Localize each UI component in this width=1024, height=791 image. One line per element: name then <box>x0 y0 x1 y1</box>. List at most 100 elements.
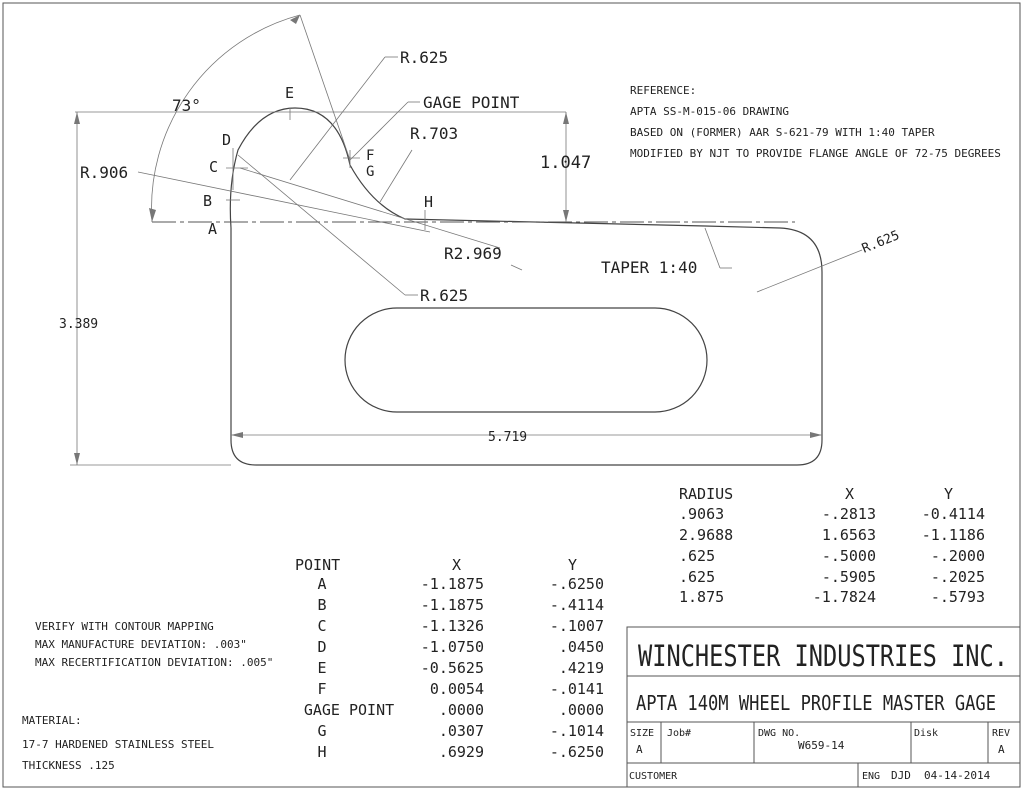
radius-cell: -.5000 <box>822 547 876 565</box>
size-label: SIZE <box>630 728 654 739</box>
drawing-title: APTA 140M WHEEL PROFILE MASTER GAGE <box>636 691 996 715</box>
material-notes: MATERIAL: 17-7 HARDENED STAINLESS STEEL … <box>22 714 214 772</box>
radius-cell: -1.1186 <box>922 526 985 544</box>
radius-header: Y <box>944 485 953 503</box>
point-header: X <box>452 556 461 574</box>
point-cell: 0.0054 <box>430 680 484 698</box>
point-cell: GAGE POINT <box>304 701 394 719</box>
label-point-b: B <box>203 192 212 210</box>
eng-label: ENG <box>862 771 880 782</box>
point-cell: .6929 <box>439 743 484 761</box>
material-line: 17-7 HARDENED STAINLESS STEEL <box>22 738 214 751</box>
point-cell: -.1007 <box>550 617 604 635</box>
drawing-date: 04-14-2014 <box>924 769 991 782</box>
radius-cell: .625 <box>679 568 715 586</box>
point-cell: -0.5625 <box>421 659 484 677</box>
point-cell: H <box>317 743 326 761</box>
arrowhead <box>74 453 80 465</box>
center-slot <box>344 307 708 413</box>
radius-table: RADIUS X Y .9063 -.2813 -0.4114 2.9688 1… <box>679 485 985 606</box>
radius-cell: -1.7824 <box>813 588 876 606</box>
point-cell: -1.1326 <box>421 617 484 635</box>
arrowhead <box>290 15 300 24</box>
point-cell: -.4114 <box>550 596 604 614</box>
rev-value: A <box>998 743 1005 756</box>
point-cell: D <box>317 638 326 656</box>
label-r906: R.906 <box>80 163 128 182</box>
point-cell: -1.0750 <box>421 638 484 656</box>
label-gage-point: GAGE POINT <box>423 93 520 112</box>
point-cell: .0450 <box>559 638 604 656</box>
radius-cell: -.2000 <box>931 547 985 565</box>
point-header: Y <box>568 556 577 574</box>
rev-label: REV <box>992 728 1010 739</box>
note-line: MAX RECERTIFICATION DEVIATION: .005" <box>35 656 273 669</box>
radius-header: RADIUS <box>679 485 733 503</box>
leader-taper <box>704 227 721 269</box>
point-header: POINT <box>295 556 340 574</box>
label-dim-3389: 3.389 <box>59 317 98 332</box>
leader-r625-right <box>756 249 863 293</box>
point-cell: .0000 <box>559 701 604 719</box>
leader-gage-point <box>349 101 409 161</box>
reference-notes: REFERENCE: APTA SS-M-015-06 DRAWING BASE… <box>630 84 1001 160</box>
disk-label: Disk <box>914 728 938 739</box>
label-point-a: A <box>208 220 217 238</box>
label-r625-bottom: R.625 <box>420 286 468 305</box>
label-point-h: H <box>424 193 433 211</box>
radius-cell: -.5905 <box>822 568 876 586</box>
leader-r625-bottom <box>237 154 406 296</box>
label-angle-73: 73° <box>172 96 201 115</box>
radius-cell: -.5793 <box>931 588 985 606</box>
leader-r906 <box>137 171 431 233</box>
angle-73-arc <box>151 14 301 223</box>
leader-r2969 <box>239 167 501 249</box>
leader-r2969-tail <box>510 264 523 271</box>
point-cell: -.6250 <box>550 575 604 593</box>
point-cell: .4219 <box>559 659 604 677</box>
point-table: POINT X Y A -1.1875 -.6250 B -1.1875 -.4… <box>295 556 604 761</box>
label-dim-1047: 1.047 <box>540 153 591 173</box>
arrowhead <box>74 112 80 124</box>
point-cell: -.1014 <box>550 722 604 740</box>
point-cell: B <box>317 596 326 614</box>
leader-r625-top <box>289 56 386 181</box>
note-line: MAX MANUFACTURE DEVIATION: .003" <box>35 638 247 651</box>
point-cell: E <box>317 659 326 677</box>
label-r625-top: R.625 <box>400 48 448 67</box>
label-point-f: F <box>366 148 374 164</box>
title-block-frame <box>626 626 1021 788</box>
point-cell: -1.1875 <box>421 596 484 614</box>
radius-cell: -.2025 <box>931 568 985 586</box>
note-line: VERIFY WITH CONTOUR MAPPING <box>35 620 214 633</box>
radius-header: X <box>845 485 854 503</box>
radius-cell: -.2813 <box>822 505 876 523</box>
point-cell: -1.1875 <box>421 575 484 593</box>
gage-profile-outline <box>229 107 823 466</box>
label-point-e: E <box>285 84 294 102</box>
label-r2969: R2.969 <box>444 244 502 263</box>
job-label: Job# <box>667 728 691 739</box>
company-name: WINCHESTER INDUSTRIES INC. <box>638 639 1008 673</box>
title-block: WINCHESTER INDUSTRIES INC. APTA 140M WHE… <box>626 626 1021 788</box>
radius-cell: 1.6563 <box>822 526 876 544</box>
arrowhead <box>563 112 569 124</box>
arrowhead <box>149 208 156 222</box>
leader-r703 <box>379 149 413 203</box>
dwg-no-label: DWG NO. <box>758 728 800 739</box>
label-point-c: C <box>209 158 218 176</box>
size-value: A <box>636 743 643 756</box>
label-r625-right: R.625 <box>860 228 902 257</box>
point-cell: A <box>317 575 326 593</box>
reference-line: BASED ON (FORMER) AAR S-621-79 WITH 1:40… <box>630 126 935 139</box>
point-cell: F <box>317 680 326 698</box>
point-cell: G <box>317 722 326 740</box>
reference-line: REFERENCE: <box>630 84 696 97</box>
radius-cell: 1.875 <box>679 588 724 606</box>
point-cell: .0307 <box>439 722 484 740</box>
reference-line: APTA SS-M-015-06 DRAWING <box>630 105 789 118</box>
label-point-d: D <box>222 131 231 149</box>
arrowhead <box>231 432 243 438</box>
